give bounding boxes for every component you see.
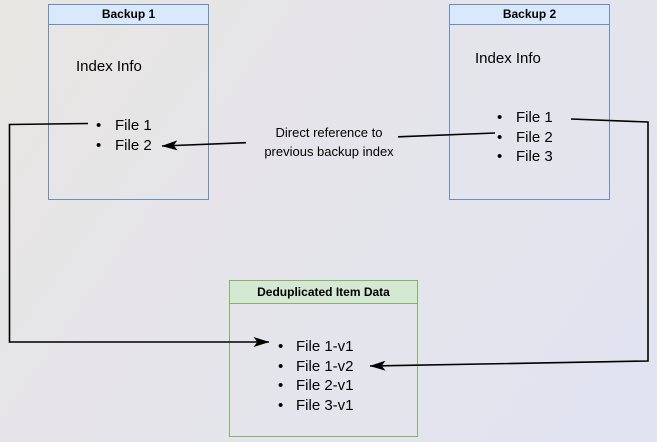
node-dedup-item-data: Deduplicated Item Data File 1-v1 File 1-… (229, 280, 418, 437)
node-backup1-file-list: File 1 File 2 (96, 116, 152, 155)
list-item: File 2 (96, 136, 152, 156)
list-item: File 3 (497, 147, 553, 167)
list-item: File 1-v2 (278, 357, 354, 377)
node-backup2-subtitle: Index Info (475, 50, 541, 67)
list-item: File 1 (96, 116, 152, 136)
node-backup1-title: Backup 1 (49, 5, 208, 25)
edge-label-direct-reference: Direct reference to previous backup inde… (229, 123, 429, 161)
node-backup2-file-list: File 1 File 2 File 3 (497, 108, 553, 167)
node-backup1: Backup 1 Index Info File 1 File 2 (48, 4, 209, 200)
edge-label-line1: Direct reference to (275, 125, 383, 140)
list-item: File 3-v1 (278, 396, 354, 416)
edge-label-line2: previous backup index (264, 144, 394, 159)
node-backup2-title: Backup 2 (450, 5, 609, 25)
node-dedup-file-list: File 1-v1 File 1-v2 File 2-v1 File 3-v1 (278, 337, 354, 415)
node-backup2: Backup 2 Index Info File 1 File 2 File 3 (449, 4, 610, 200)
list-item: File 1 (497, 108, 553, 128)
node-backup1-subtitle: Index Info (76, 58, 142, 75)
list-item: File 1-v1 (278, 337, 354, 357)
list-item: File 2 (497, 128, 553, 148)
node-dedup-title: Deduplicated Item Data (230, 281, 417, 304)
list-item: File 2-v1 (278, 376, 354, 396)
